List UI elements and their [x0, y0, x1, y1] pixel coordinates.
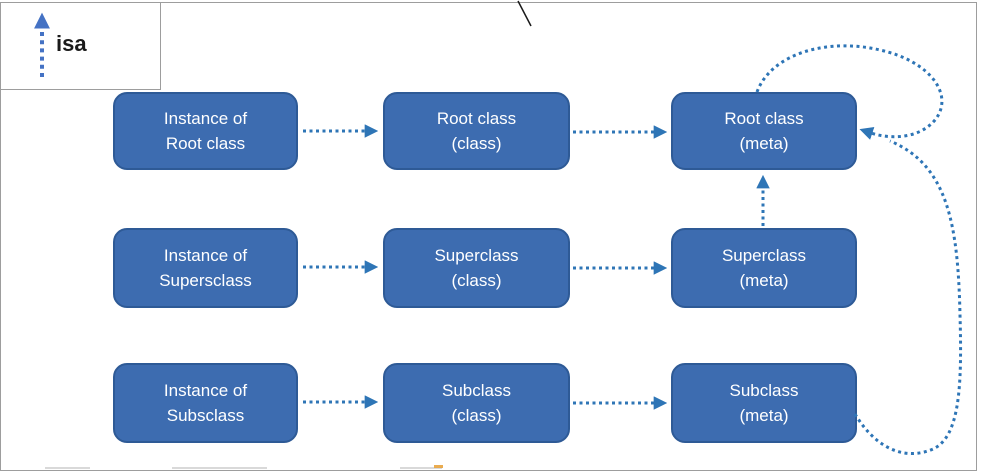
node-label-line: (class) — [451, 406, 502, 425]
node-label-line: Instance of — [163, 381, 248, 400]
node-label-line: (class) — [451, 271, 502, 290]
node-label-line: Subclass — [729, 381, 799, 400]
node-subclass-meta: Subclass (meta) — [671, 363, 857, 443]
node-label-line: Root class — [436, 109, 517, 128]
node-label-line: Subsclass — [166, 406, 245, 425]
arrow-sub-meta-to-root-meta — [853, 139, 963, 456]
bottom-artifact-gray — [172, 467, 267, 469]
node-subclass-class: Subclass (class) — [383, 363, 570, 443]
node-label-line: Supersclass — [159, 271, 252, 290]
node-superclass-class: Superclass (class) — [383, 228, 570, 308]
bottom-artifact-gray — [45, 467, 90, 469]
node-superclass-meta: Superclass (meta) — [671, 228, 857, 308]
node-label-line: Root class — [165, 134, 246, 153]
legend-box: isa — [0, 2, 161, 90]
node-label-line: (meta) — [739, 406, 789, 425]
node-label-line: Superclass — [434, 246, 519, 265]
node-label-line: Superclass — [721, 246, 807, 265]
node-label-line: Subclass — [442, 381, 511, 400]
node-label-line: (meta) — [739, 271, 789, 290]
bottom-artifact-orange — [434, 465, 443, 468]
node-instance-of-root-class: Instance of Root class — [113, 92, 298, 170]
node-label-line: Instance of — [163, 246, 248, 265]
node-label-line: (meta) — [739, 134, 789, 153]
node-root-class-class: Root class (class) — [383, 92, 570, 170]
node-label-line: Instance of — [163, 109, 248, 128]
node-root-class-meta: Root class (meta) — [671, 92, 857, 170]
bottom-artifact-gray — [400, 467, 442, 469]
node-label-line: (class) — [451, 134, 502, 153]
node-instance-of-superclass: Instance of Supersclass — [113, 228, 298, 308]
node-instance-of-subclass: Instance of Subsclass — [113, 363, 298, 443]
stray-mark — [517, 0, 532, 27]
legend-isa-label: isa — [56, 31, 87, 56]
node-label-line: Root class — [724, 109, 804, 128]
